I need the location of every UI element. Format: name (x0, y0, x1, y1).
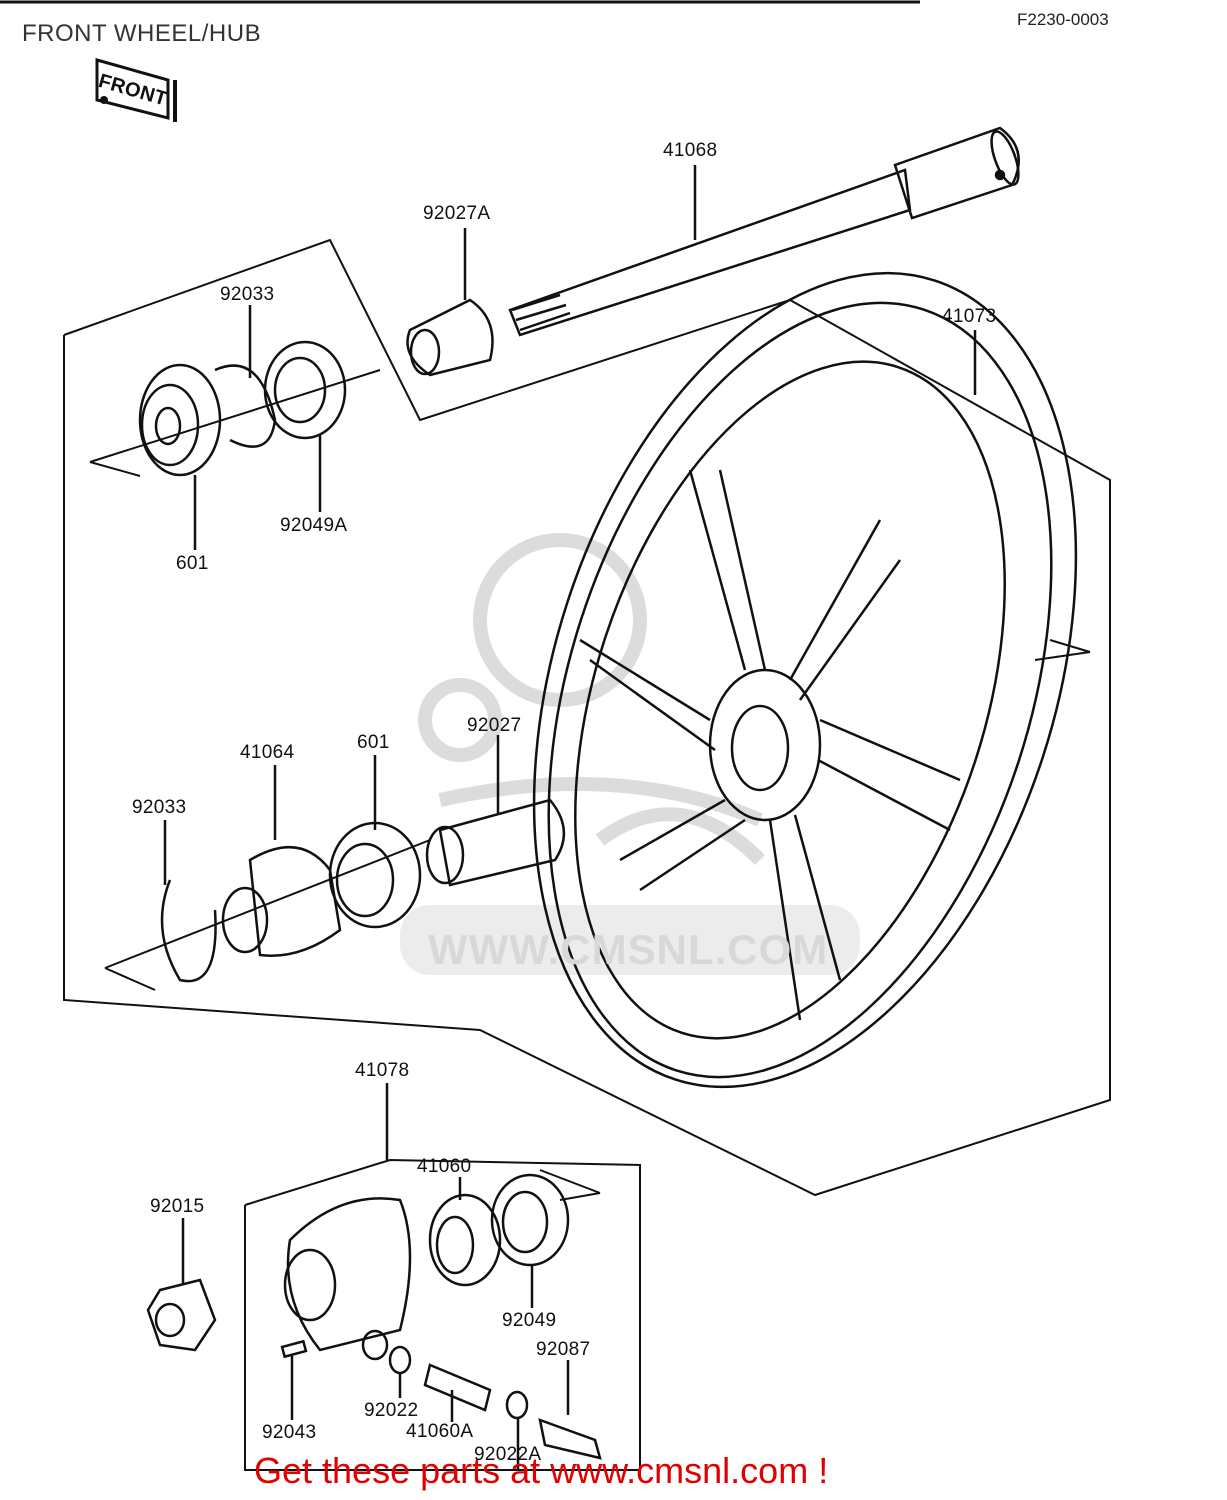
part-label[interactable]: 41078 (355, 1060, 410, 1081)
part-label[interactable]: 601 (357, 732, 390, 753)
leader-lines (163, 165, 977, 1470)
part-label[interactable]: 92022A (474, 1444, 542, 1465)
speedo-gear-housing-41064 (221, 845, 342, 957)
bearing-601-upper (138, 363, 222, 477)
part-label[interactable]: 41068 (663, 140, 718, 161)
part-label[interactable]: 41060 (417, 1156, 472, 1177)
part-label[interactable]: 92015 (150, 1196, 205, 1217)
gear-41060 (428, 1193, 502, 1287)
part-label[interactable]: 92027A (423, 203, 491, 224)
bushing-92087 (538, 1418, 602, 1460)
assembly-boundary-upper (63, 238, 1111, 1197)
oil-seal-92049A (263, 340, 347, 440)
part-label[interactable]: 92022 (364, 1400, 419, 1421)
collar-92027A (406, 298, 494, 377)
part-label[interactable]: 92049 (502, 1310, 557, 1331)
part-label[interactable]: 92033 (132, 797, 187, 818)
speedo-housing-41078 (283, 1197, 412, 1361)
front-marker (95, 58, 177, 122)
part-label[interactable]: 41060A (406, 1421, 474, 1442)
collar-92027 (425, 798, 566, 887)
part-label[interactable]: 92049A (280, 515, 348, 536)
pin-92043 (280, 1339, 308, 1359)
part-label[interactable]: 41064 (240, 742, 295, 763)
oil-seal-92049 (490, 1173, 570, 1267)
part-label[interactable]: 41073 (942, 306, 997, 327)
call-to-action-link[interactable]: Get these parts at www.cmsnl.com ! (254, 1450, 829, 1491)
part-label[interactable]: 92027 (467, 715, 522, 736)
part-label[interactable]: 92043 (262, 1422, 317, 1443)
page-title: FRONT WHEEL/HUB (22, 20, 262, 47)
watermark-url-panel (400, 905, 860, 975)
watermark-url: WWW.CMSNL.COM (428, 926, 829, 973)
nut-92015 (146, 1278, 217, 1352)
hub-assembly-boundary (244, 1158, 641, 1471)
part-label[interactable]: 601 (176, 553, 209, 574)
washer-92022 (388, 1345, 412, 1375)
diagram-code: F2230-0003 (1017, 10, 1109, 29)
axle (508, 126, 1020, 337)
pinion-41060A (423, 1363, 492, 1412)
washer-92022A (505, 1390, 529, 1420)
circlip-92033-lower (160, 879, 217, 983)
part-label[interactable]: 92033 (220, 284, 275, 305)
wheel-rim (532, 271, 1078, 1089)
part-label[interactable]: 92087 (536, 1339, 591, 1360)
direction-arrows (89, 369, 1091, 1201)
